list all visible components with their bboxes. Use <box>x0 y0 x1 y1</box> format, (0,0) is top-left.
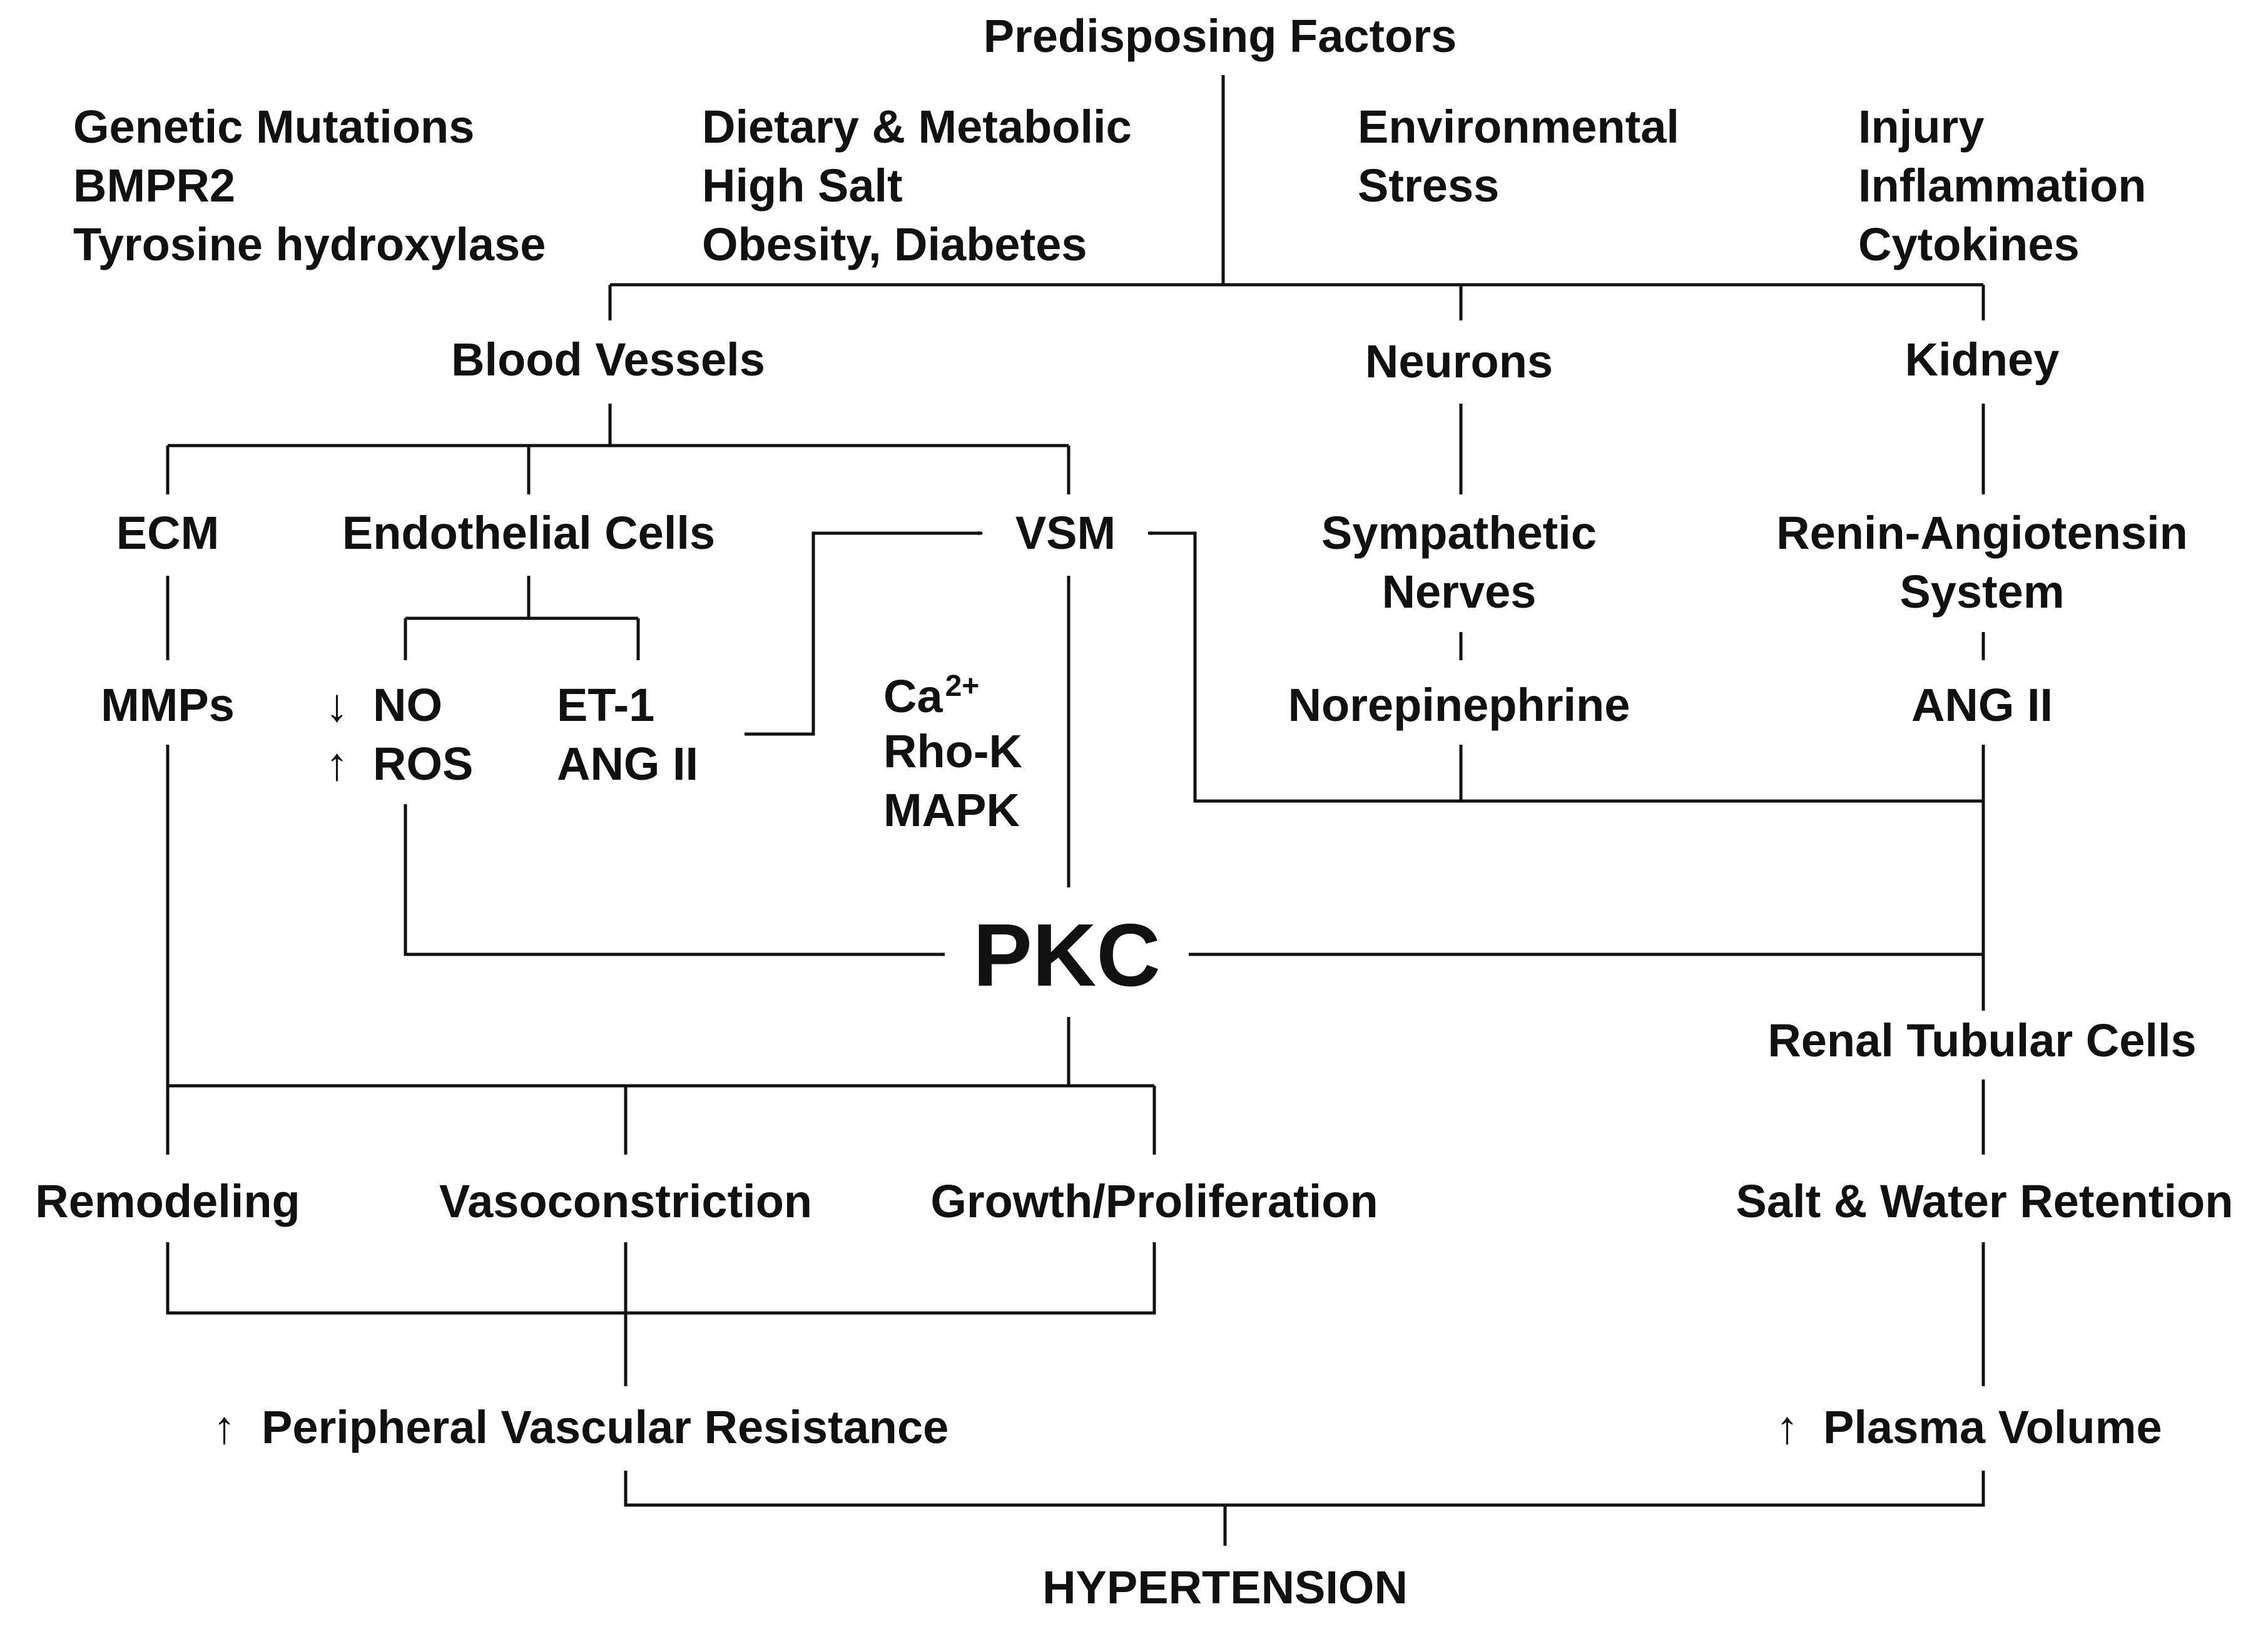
component-ecm: ECM <box>116 507 219 559</box>
factor-dietary-line-3: Obesity, Diabetes <box>702 218 1087 270</box>
calcium-label: Ca2+ <box>883 670 979 722</box>
salt-water-retention-label: Salt & Water Retention <box>1736 1175 2234 1227</box>
organ-neurons: Neurons <box>1365 335 1553 387</box>
increase-arrow-ros: ↑ <box>325 738 348 790</box>
factor-injury-line-1: Injury <box>1858 101 1984 153</box>
ros-to-pkc-line <box>404 804 945 956</box>
et1-label: ET-1 <box>557 679 654 731</box>
peripheral-vascular-resistance-label: Peripheral Vascular Resistance <box>262 1401 948 1453</box>
factor-injury-line-2: Inflammation <box>1858 160 2146 212</box>
et1-to-vsm-arrow <box>745 531 983 736</box>
connector-lines <box>166 75 1985 1546</box>
no-label: NO <box>373 679 442 731</box>
factor-dietary-line-2: High Salt <box>702 160 903 212</box>
renin-angiotensin-line-1: Renin-Angiotensin <box>1776 507 2188 559</box>
remodeling-label: Remodeling <box>35 1175 300 1227</box>
plasma-volume-label: Plasma Volume <box>1823 1401 2162 1453</box>
renal-tubular-cells-label: Renal Tubular Cells <box>1767 1014 2196 1066</box>
mmps-label: MMPs <box>101 679 235 731</box>
factor-genetic-line-1: Genetic Mutations <box>73 101 474 153</box>
component-vsm: VSM <box>1015 507 1116 559</box>
vasoconstriction-label: Vasoconstriction <box>439 1175 812 1227</box>
increase-arrow-resistance: ↑ <box>213 1401 236 1453</box>
factor-dietary: Dietary & Metabolic High Salt Obesity, D… <box>702 101 1132 270</box>
norepinephrine-label: Norepinephrine <box>1288 679 1630 731</box>
mapk-label: MAPK <box>883 784 1020 836</box>
factor-genetic-line-2: BMPR2 <box>73 160 235 212</box>
labels: Predisposing Factors Genetic Mutations B… <box>35 10 2233 1613</box>
diagram-title: Predisposing Factors <box>984 10 1457 62</box>
growth-proliferation-label: Growth/Proliferation <box>930 1175 1378 1227</box>
feedback-to-vsm-arrow <box>1147 531 1983 803</box>
hypertension-label: HYPERTENSION <box>1042 1561 1408 1613</box>
sympathetic-nerves-line-2: Nerves <box>1382 566 1537 618</box>
factor-environmental-line-1: Environmental <box>1358 101 1679 153</box>
factor-injury-line-3: Cytokines <box>1858 218 2080 270</box>
organ-kidney: Kidney <box>1905 334 2060 386</box>
increase-arrow-volume: ↑ <box>1776 1401 1799 1453</box>
calcium-superscript: 2+ <box>945 670 980 703</box>
outcome-bottom-bus-line <box>166 1242 1156 1315</box>
factor-environmental-line-2: Stress <box>1358 160 1499 212</box>
factor-dietary-line-1: Dietary & Metabolic <box>702 101 1132 153</box>
pkc-label: PKC <box>973 906 1161 1005</box>
sympathetic-nerves-line-1: Sympathetic <box>1321 507 1597 559</box>
endothelial-ang2-label: ANG II <box>557 738 698 790</box>
final-bus-line <box>624 1471 1985 1507</box>
decrease-arrow: ↓ <box>325 679 348 731</box>
ros-label: ROS <box>373 738 473 790</box>
factor-injury: Injury Inflammation Cytokines <box>1858 101 2146 270</box>
organ-blood-vessels: Blood Vessels <box>451 334 765 386</box>
rhok-label: Rho-K <box>883 725 1022 777</box>
component-endothelial-cells: Endothelial Cells <box>342 507 715 559</box>
calcium-base-text: Ca <box>883 670 943 722</box>
factor-genetic-line-3: Tyrosine hydroxylase <box>73 218 546 270</box>
factor-genetic: Genetic Mutations BMPR2 Tyrosine hydroxy… <box>73 101 546 270</box>
factor-environmental: Environmental Stress <box>1358 101 1679 212</box>
kidney-ang2-label: ANG II <box>1911 679 2053 731</box>
renin-angiotensin-line-2: System <box>1899 566 2064 618</box>
